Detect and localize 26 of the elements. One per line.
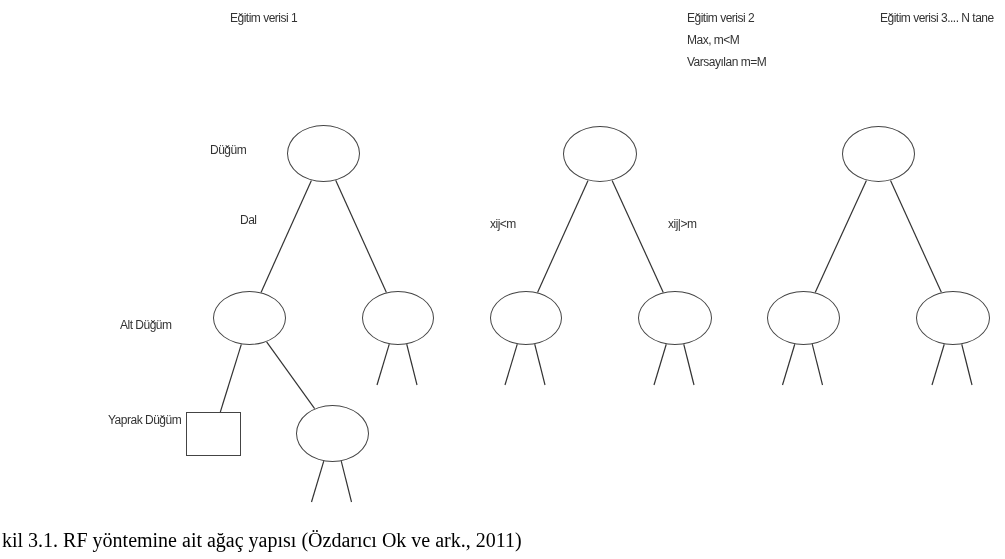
branch-line — [219, 343, 242, 413]
branch-line — [781, 343, 796, 386]
leaf-node-box — [186, 412, 241, 456]
heading-text: Eğitim verisi 2 — [687, 10, 755, 27]
branch-line — [406, 343, 418, 386]
heading-text: Eğitim verisi 1 — [230, 10, 298, 27]
branch-line — [653, 343, 667, 386]
node-type-label: Düğüm — [210, 142, 247, 159]
branch-line — [260, 179, 312, 293]
node-type-label: Yaprak Düğüm — [108, 412, 182, 429]
branch-line — [961, 343, 973, 386]
branch-line — [889, 179, 942, 293]
branch-line — [931, 343, 945, 386]
branch-line — [534, 343, 546, 386]
branch-line — [340, 460, 353, 503]
figure-caption: kil 3.1. RF yöntemine ait ağaç yapısı (Özdarıcı Ok ve ark., 2011) — [2, 528, 522, 554]
branch-line — [811, 343, 824, 386]
heading-text: Max, m<M — [687, 32, 740, 49]
heading-text: Eğitim verisi 3.... N tane — [880, 10, 994, 27]
heading-text: Varsayılan m=M — [687, 54, 767, 71]
branch-line — [310, 460, 325, 503]
branch-line — [266, 341, 316, 410]
branch-line — [683, 343, 695, 386]
branch-line — [376, 343, 390, 386]
node-type-label: Alt Düğüm — [120, 317, 172, 334]
branch-line — [504, 343, 518, 386]
